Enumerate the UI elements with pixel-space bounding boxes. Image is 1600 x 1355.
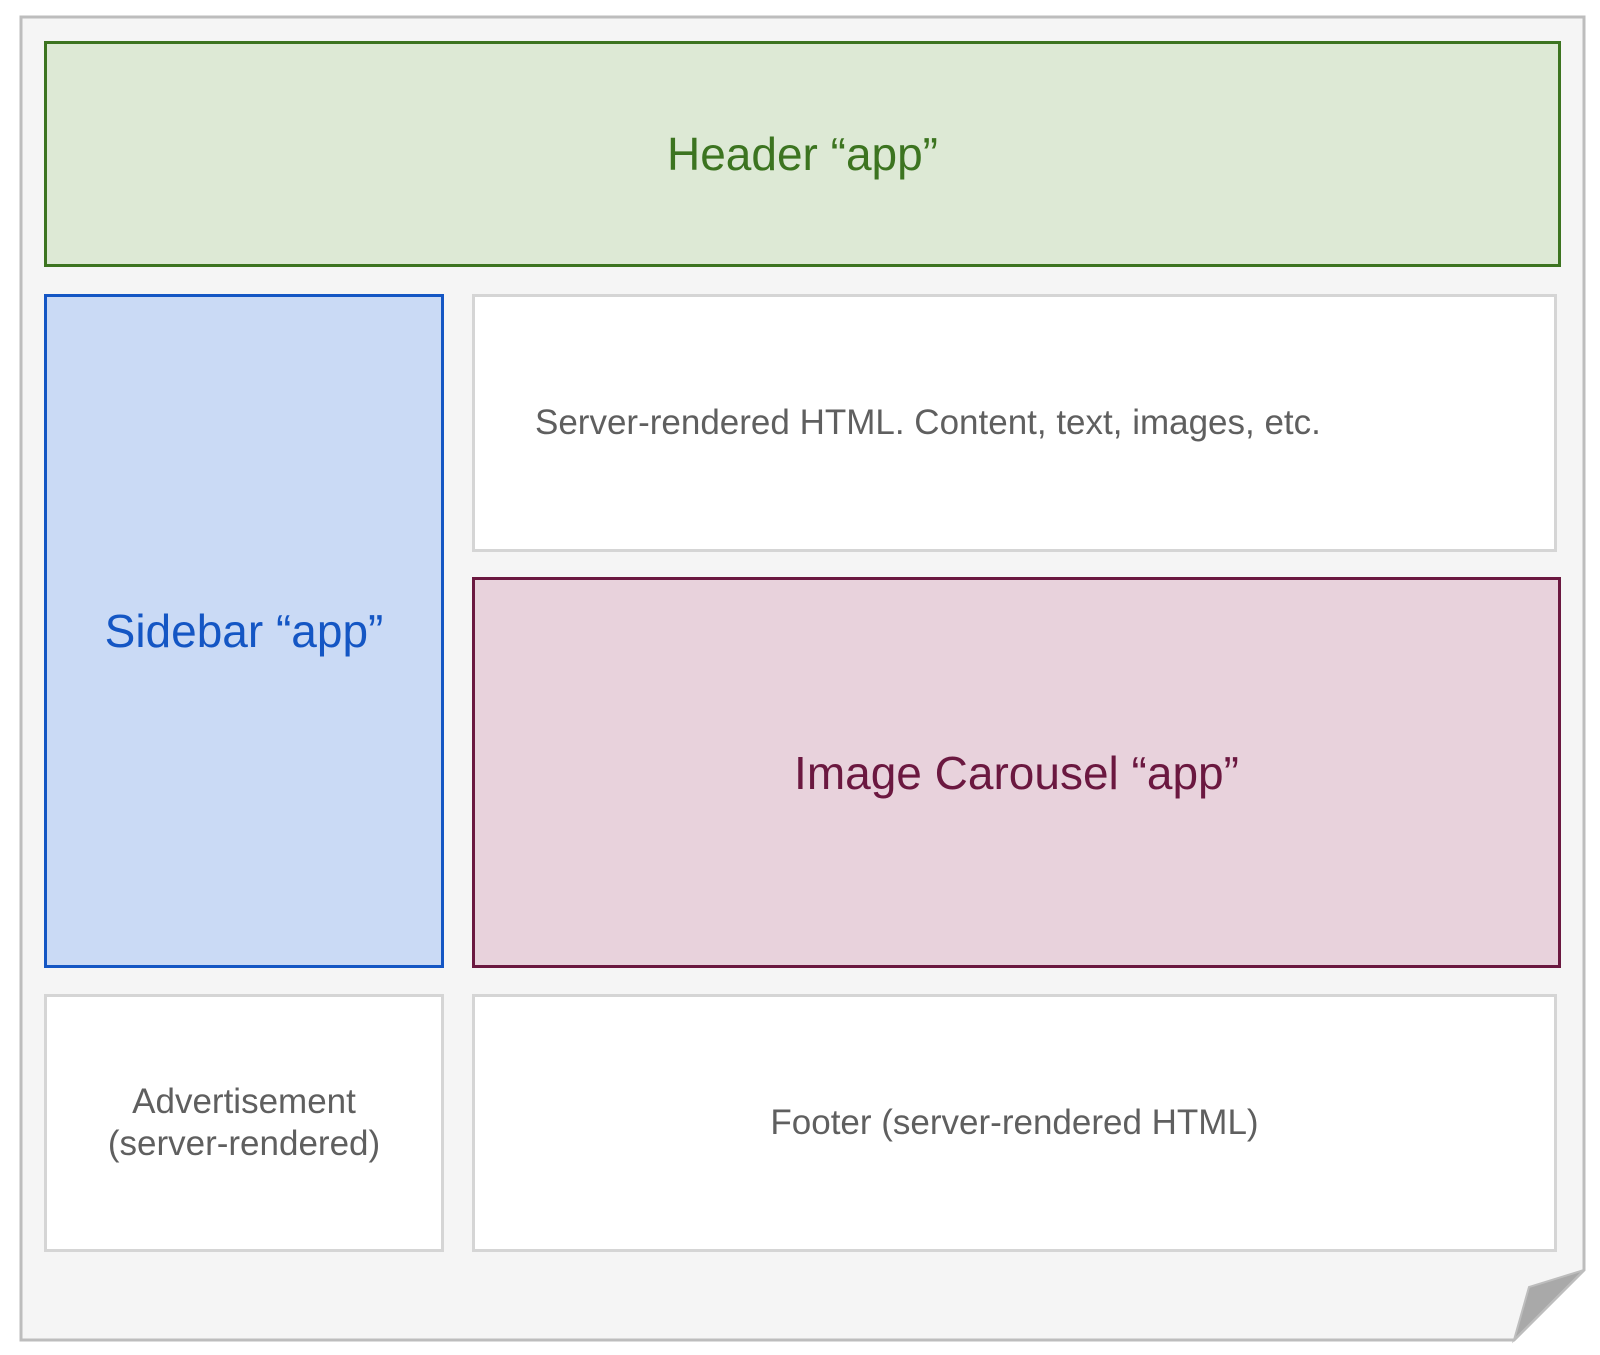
header-app-label: Header “app” bbox=[666, 128, 939, 180]
sidebar-app-box: Sidebar “app” bbox=[44, 294, 444, 968]
page-curl-icon bbox=[1511, 1269, 1585, 1344]
header-app-box: Header “app” bbox=[44, 41, 1561, 267]
footer-box: Footer (server-rendered HTML) bbox=[472, 994, 1557, 1252]
image-carousel-app-box: Image Carousel “app” bbox=[472, 577, 1561, 968]
advertisement-box: Advertisement (server-rendered) bbox=[44, 994, 444, 1252]
server-rendered-content-label: Server-rendered HTML. Content, text, ima… bbox=[535, 403, 1321, 442]
image-carousel-app-label: Image Carousel “app” bbox=[794, 746, 1239, 799]
sidebar-app-label: Sidebar “app” bbox=[104, 605, 384, 657]
footer-label: Footer (server-rendered HTML) bbox=[770, 1103, 1259, 1142]
advertisement-sublabel: (server-rendered) bbox=[107, 1124, 381, 1163]
server-rendered-content-box: Server-rendered HTML. Content, text, ima… bbox=[472, 294, 1557, 552]
advertisement-label: Advertisement bbox=[132, 1082, 356, 1121]
